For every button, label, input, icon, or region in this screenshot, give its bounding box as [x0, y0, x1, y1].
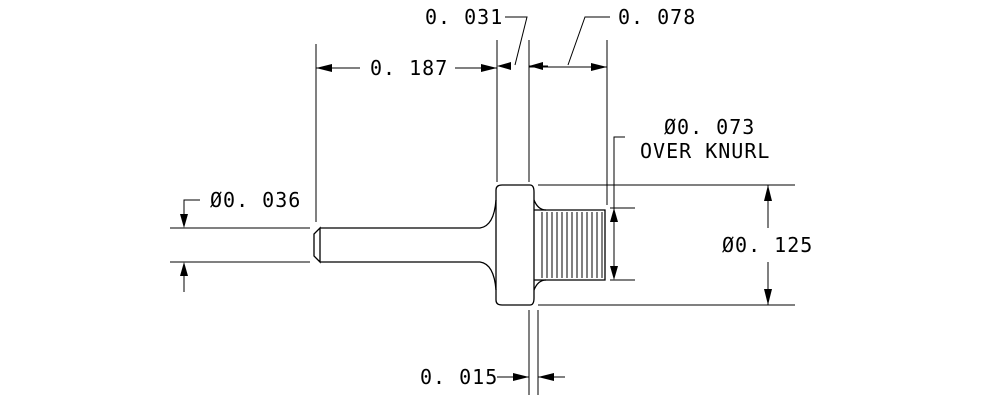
part-outline: [313, 184, 606, 306]
dim-knurl-diameter: Ø0. 073 OVER KNURL: [610, 115, 770, 280]
knurl-note-label: OVER KNURL: [640, 139, 770, 163]
flange-thickness-label: 0. 031: [425, 5, 503, 29]
dim-head-diameter: Ø0. 125: [722, 185, 813, 305]
head-diameter-label: Ø0. 125: [722, 233, 813, 257]
dim-gap: 0. 015: [420, 365, 565, 389]
knurl-diameter-label: Ø0. 073: [664, 115, 755, 139]
dim-flange-thickness: 0. 031: [425, 5, 548, 70]
dim-shank-diameter: Ø0. 036: [180, 188, 301, 292]
dim-shank-length: 0. 187: [316, 56, 497, 80]
gap-label: 0. 015: [420, 365, 498, 389]
dim-knurl-length: 0. 078: [529, 5, 696, 71]
shank-length-label: 0. 187: [370, 56, 448, 80]
shank-diameter-label: Ø0. 036: [210, 188, 301, 212]
extension-lines: [170, 40, 795, 395]
knurl-pattern: [541, 212, 603, 278]
knurl-length-label: 0. 078: [618, 5, 696, 29]
